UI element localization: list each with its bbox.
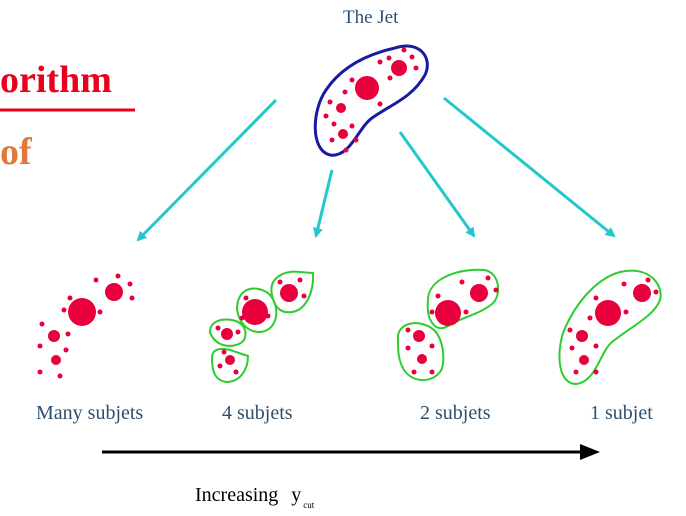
arrow-2 [398,131,476,238]
label-1-subjet: 1 subjet [590,402,653,424]
arrow-1 [443,96,616,238]
arrow-4 [313,169,334,238]
jet-label: The Jet [343,7,399,28]
jet-particles [323,47,419,153]
increasing-arrow [102,444,600,460]
label-4-subjets: 4 subjets [222,402,293,424]
split-arrows [136,96,616,242]
group-1-outline [558,269,662,386]
group-4-outlines [208,270,315,384]
title-line-2: of [0,131,32,173]
group-4-particles [215,277,307,375]
group-many-particles [37,273,135,379]
x-axis-sub: cut [303,500,315,510]
group-2-particles [405,275,499,375]
group-1-particles [567,277,659,375]
x-axis-text: Increasing [195,484,279,506]
arrow-many [136,98,278,242]
jet-outline [313,44,429,157]
x-axis-var: y [291,484,302,506]
label-many-subjets: Many subjets [36,402,144,424]
group-2-outlines [396,268,500,381]
label-2-subjets: 2 subjets [420,402,491,424]
title-line-1: orithm [0,59,112,101]
